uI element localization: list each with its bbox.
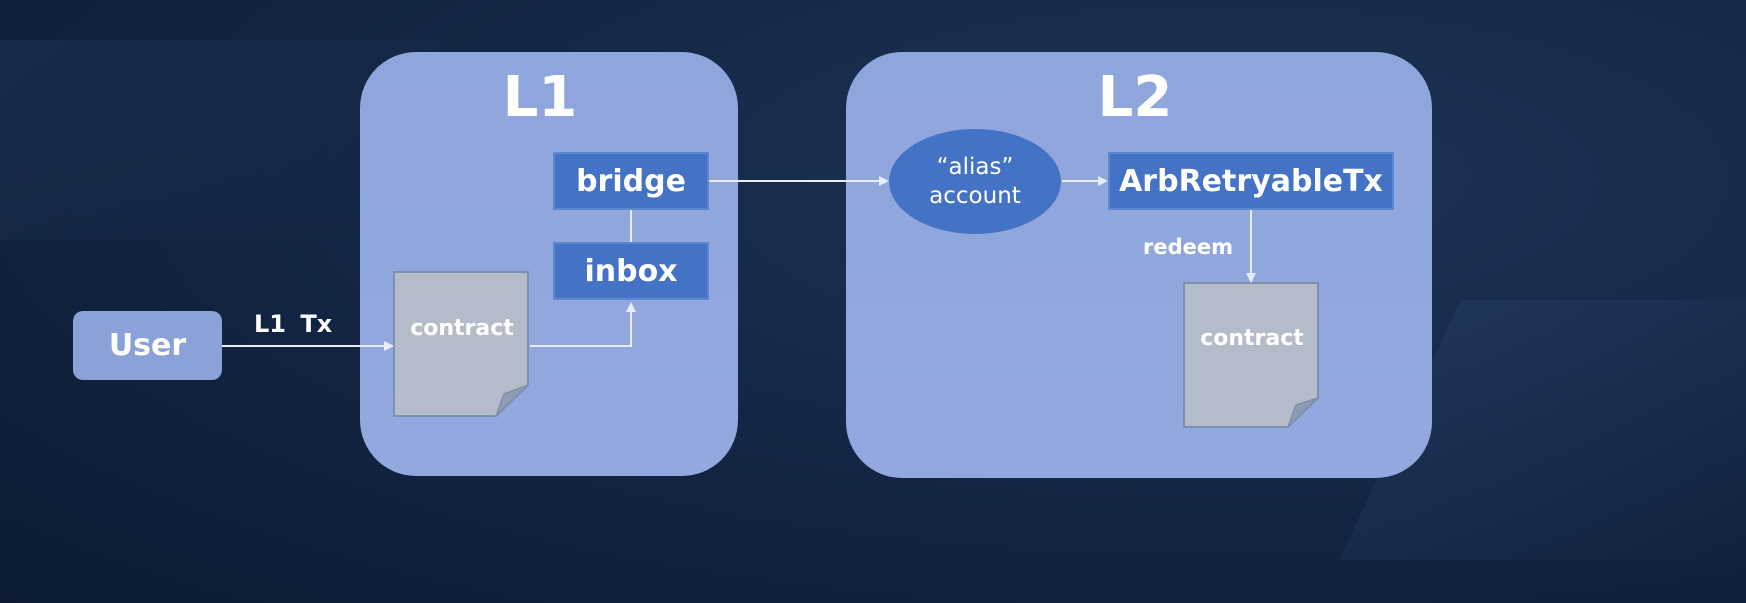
inbox-node: inbox [553, 242, 709, 300]
alias-label: “alias” [936, 153, 1014, 180]
l2-panel [846, 52, 1432, 478]
l2-title: L2 [1097, 65, 1173, 130]
user-node: User [73, 311, 222, 380]
redeem-label: redeem [1143, 235, 1233, 259]
l2-contract-fold [1287, 397, 1319, 428]
alias-account-node: “alias” account [889, 129, 1061, 234]
l1-contract-label: contract [410, 316, 514, 341]
account-label: account [929, 182, 1021, 209]
l1-title: L1 [502, 65, 578, 130]
l1-tx-label: L1 Tx [254, 310, 333, 338]
bridge-node: bridge [553, 152, 709, 210]
contract-to-inbox-arrow [530, 302, 636, 347]
l2-contract-label: contract [1200, 326, 1304, 351]
arb-retryable-tx-node: ArbRetryableTx [1108, 152, 1394, 210]
l1-contract-fold [495, 384, 529, 417]
